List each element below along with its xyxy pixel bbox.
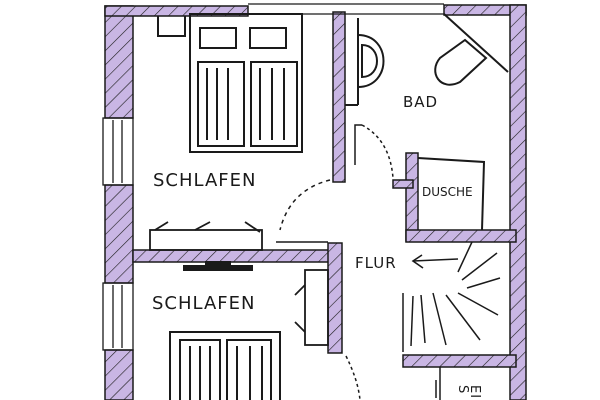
double-bed-top [157,13,303,153]
radiator [183,261,253,271]
flur-arrow [411,254,459,269]
room-label-s-partial: S [455,385,470,395]
double-bed-bottom [169,331,281,400]
wardrobe-top [149,221,263,251]
room-label-schlafen-top: SCHLAFEN [153,170,257,191]
toilet [434,13,509,86]
wardrobe-bottom [294,269,329,346]
walls [104,4,527,400]
room-label-bad: BAD [403,93,439,111]
stairs [402,241,501,352]
sink [345,18,385,106]
room-label-flur: FLUR [355,254,397,272]
lower-room [435,367,441,400]
room-label-schlafen-bottom: SCHLAFEN [152,293,256,314]
shower-tray [417,157,486,231]
doors [276,124,394,400]
room-label-dusche: DUSCHE [422,185,473,199]
